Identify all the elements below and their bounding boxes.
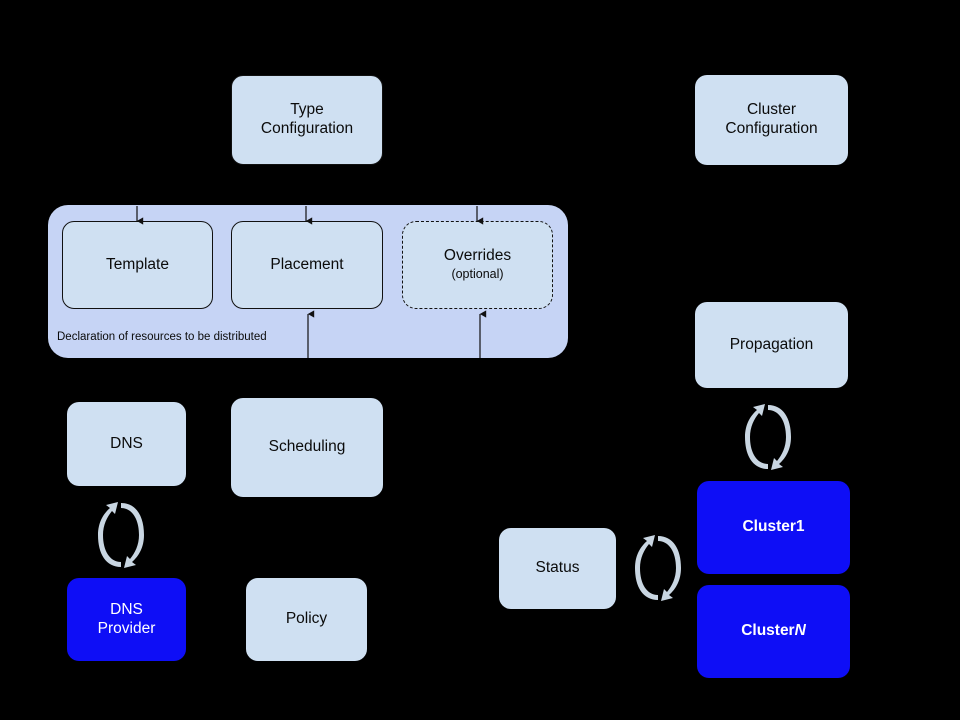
sync-arrows-icon-status <box>627 529 689 607</box>
node-overrides[interactable]: Overrides (optional) <box>402 221 553 309</box>
node-cluster-1-index: 1 <box>795 518 805 536</box>
node-cluster-n[interactable]: Cluster N <box>697 585 850 678</box>
node-overrides-sublabel: (optional) <box>451 267 504 282</box>
node-cluster-n-index: N <box>794 622 806 640</box>
sync-arrows-icon-dns <box>90 496 152 574</box>
node-placement[interactable]: Placement <box>231 221 383 309</box>
node-policy[interactable]: Policy <box>246 578 367 661</box>
node-scheduling[interactable]: Scheduling <box>231 398 383 497</box>
node-dns-provider[interactable]: DNS Provider <box>67 578 186 661</box>
node-overrides-label: Overrides <box>443 247 512 265</box>
node-cluster-1[interactable]: Cluster 1 <box>697 481 850 574</box>
node-propagation[interactable]: Propagation <box>695 302 848 388</box>
node-type-configuration[interactable]: Type Configuration <box>231 75 383 165</box>
node-cluster-1-label: Cluster <box>742 518 796 536</box>
sync-arrows-icon-propagation <box>737 398 799 476</box>
node-status[interactable]: Status <box>499 528 616 609</box>
group-caption: Declaration of resources to be distribut… <box>57 331 267 343</box>
node-cluster-n-label: Cluster <box>741 622 795 640</box>
node-cluster-configuration[interactable]: Cluster Configuration <box>695 75 848 165</box>
node-template[interactable]: Template <box>62 221 213 309</box>
node-dns[interactable]: DNS <box>67 402 186 486</box>
